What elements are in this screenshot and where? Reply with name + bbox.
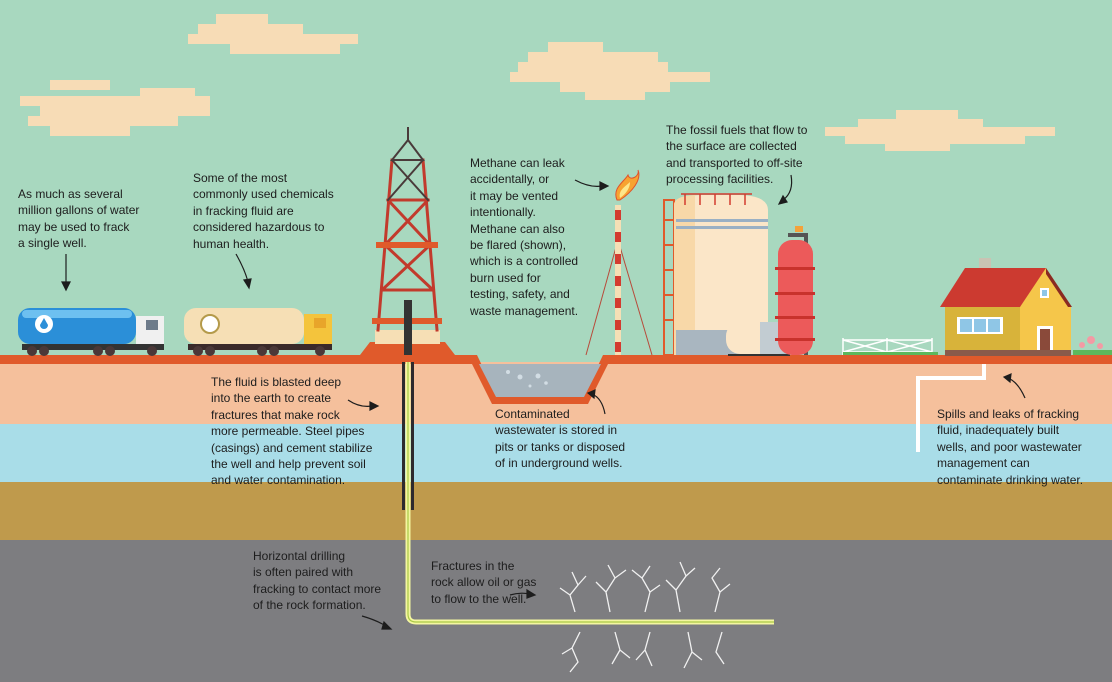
note-line: rock allow oil or gas <box>431 575 537 590</box>
note-line: and transported to off-site <box>666 155 803 170</box>
note-line: Fractures in the <box>431 559 515 573</box>
note-line: (casings) and cement stabilize <box>211 440 373 455</box>
note-line: be flared (shown), <box>470 238 567 253</box>
note-line: accidentally, or <box>470 172 550 187</box>
note-line: wells, and poor wastewater <box>937 439 1082 454</box>
note-line: it may be vented <box>470 188 559 203</box>
note-line: commonly used chemicals <box>193 187 334 202</box>
water-well-pipe <box>916 364 986 452</box>
note-line: As much as several <box>18 187 123 201</box>
note-line: and water contamination. <box>211 473 346 488</box>
note-fluid: The fluid is blasted deep into the earth … <box>211 374 372 489</box>
note-line: contaminate drinking water. <box>937 472 1084 487</box>
note-line: pits or tanks or disposed <box>495 439 626 454</box>
note-line: processing facilities. <box>666 172 774 187</box>
note-line: management can <box>937 456 1030 471</box>
note-line: which is a controlled <box>470 254 579 269</box>
note-line: is often paired with <box>253 565 354 580</box>
sandstone-layer <box>0 482 1112 540</box>
note-line: the surface are collected <box>666 139 797 154</box>
note-line: Methane can also <box>470 221 565 236</box>
water-truck <box>18 308 164 356</box>
note-line: fracking to contact more <box>253 581 382 596</box>
note-line: The fossil fuels that flow to <box>666 123 808 137</box>
note-line: Contaminated <box>495 407 570 421</box>
note-line: Spills and leaks of fracking <box>937 407 1080 421</box>
well-bore <box>402 362 774 625</box>
note-line: Methane can leak <box>470 156 565 170</box>
shale-layer <box>0 540 1112 682</box>
note-line: The fluid is blasted deep <box>211 375 342 389</box>
annotation-arrows <box>61 174 1026 630</box>
separator-tank <box>775 226 815 355</box>
note-line: fluid, inadequately built <box>937 423 1060 438</box>
ground-surface <box>0 355 1112 404</box>
note-line: waste management. <box>470 303 579 318</box>
wastewater-pit <box>479 364 601 397</box>
note-line: of the rock formation. <box>253 598 366 613</box>
chemical-truck <box>184 308 332 356</box>
note-line: fractures that make rock <box>211 407 340 422</box>
note-line: wastewater is stored in <box>495 423 618 438</box>
note-line: million gallons of water <box>18 203 140 218</box>
note-line: human health. <box>193 236 270 251</box>
note-line: into the earth to create <box>211 391 332 406</box>
note-fossil-fuels: The fossil fuels that flow to the surface… <box>666 122 807 188</box>
note-line: Some of the most <box>193 171 288 185</box>
note-line: in fracking fluid are <box>193 203 294 218</box>
flare-stack <box>585 169 653 356</box>
note-spills: Spills and leaks of fracking fluid, inade… <box>937 406 1083 488</box>
note-line: considered hazardous to <box>193 220 325 235</box>
drilling-rig <box>360 127 455 355</box>
note-line: a single well. <box>18 236 87 251</box>
house <box>940 258 1112 356</box>
note-water-volume: As much as several million gallons of wat… <box>18 186 139 252</box>
cloud <box>20 14 1055 151</box>
note-line: to flow to the well. <box>431 591 527 606</box>
note-line: burn used for <box>470 270 541 285</box>
aquifer-layer <box>0 424 1112 482</box>
pit-bubbles <box>506 370 548 388</box>
note-line: of in underground wells. <box>495 456 623 471</box>
note-line: more permeable. Steel pipes <box>211 424 365 439</box>
note-line: testing, safety, and <box>470 287 570 302</box>
note-line: Horizontal drilling <box>253 549 346 563</box>
rock-fractures <box>559 561 731 673</box>
note-line: may be used to frack <box>18 219 130 234</box>
note-line: the well and help prevent soil <box>211 457 366 472</box>
note-line: intentionally. <box>470 205 536 220</box>
storage-tank <box>663 193 792 356</box>
